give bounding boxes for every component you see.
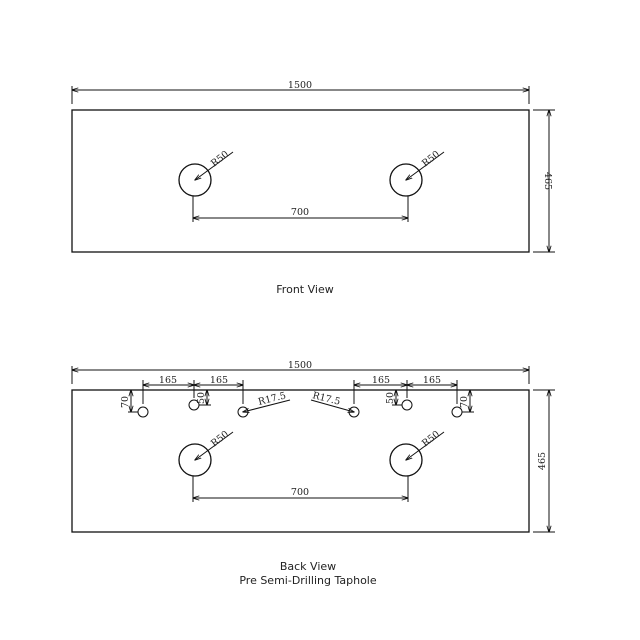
back-view-subcaption: Pre Semi-Drilling Taphole [239,574,377,587]
back-taphole-left-outer [137,406,149,418]
front-slab-outline [71,109,530,253]
back-right-inner-depth-label: 50 [385,392,396,404]
back-right-offset-label-1: 165 [372,375,390,386]
front-right-radius-leader [406,151,445,180]
back-right-small-radius-label: R17.5 [311,390,341,408]
front-spacing-label: 700 [291,207,309,218]
back-taphole-right-inner [401,399,413,411]
back-right-radius-label: R50 [420,429,442,450]
back-right-offset-label-2: 165 [423,375,441,386]
front-left-radius-leader [195,151,234,180]
back-left-small-radius-label: R17.5 [257,390,287,408]
front-left-radius-label: R50 [209,149,231,170]
back-right-outer-depth-label: 70 [459,396,470,408]
back-height-label: 465 [537,452,548,470]
back-left-inner-depth-label: 50 [196,392,207,404]
back-width-label: 1500 [288,360,312,371]
back-left-offset-label-1: 165 [159,375,177,386]
back-left-outer-depth-label: 70 [120,396,131,408]
back-right-hole [389,443,423,477]
front-view-caption: Front View [276,283,333,296]
front-right-hole [389,163,423,197]
front-width-label: 1500 [288,80,312,91]
back-view-caption: Back View [280,560,336,573]
front-view: 1500 465 R50 R50 700 Front View [72,80,555,296]
front-height-label: 465 [542,172,553,190]
back-view: 1500 465 165 165 165 165 70 [72,360,555,587]
front-right-radius-label: R50 [420,149,442,170]
back-right-radius-leader [406,431,445,460]
back-left-radius-label: R50 [209,429,231,450]
back-right-small-radius-leader [310,399,354,412]
back-left-offset-label-2: 165 [210,375,228,386]
back-spacing-label: 700 [291,487,309,498]
back-left-small-radius-leader [243,399,291,412]
front-left-hole [178,163,212,197]
back-left-hole [178,443,212,477]
back-slab-outline [71,389,530,533]
back-left-radius-leader [195,431,234,460]
